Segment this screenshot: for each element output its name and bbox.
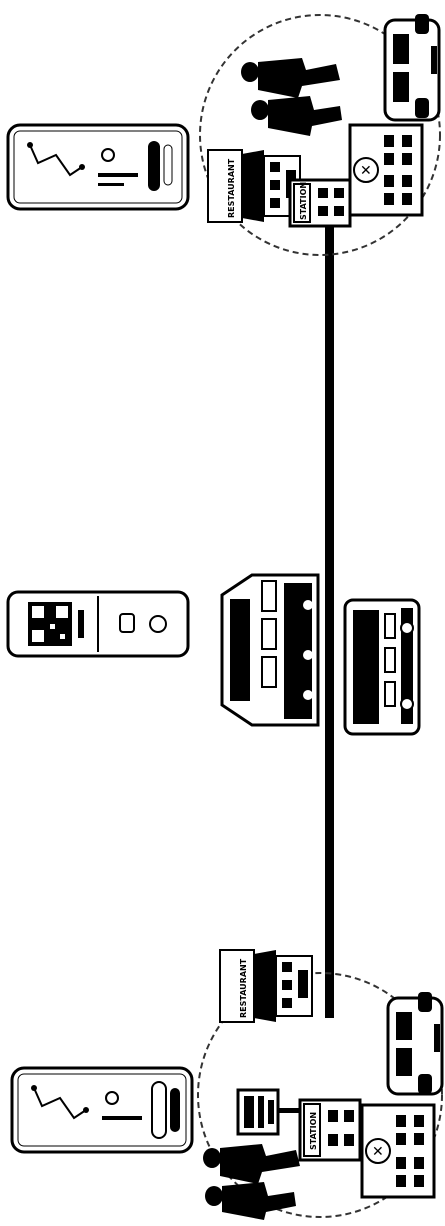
restaurant-icon: RESTAURANT [220, 950, 312, 1022]
hospital-icon: ✕ [350, 125, 422, 215]
connecting-line [325, 218, 334, 1018]
hospital-icon: ✕ [362, 1105, 434, 1197]
smartphone-icon [8, 125, 188, 209]
taxi-icon [385, 14, 439, 120]
restaurant-icon: RESTAURANT [208, 150, 300, 222]
taxi-icon [388, 992, 442, 1094]
station-sign: STATION [299, 182, 308, 220]
restaurant-sign: RESTAURANT [239, 958, 248, 1018]
smartphone-icon [12, 1068, 192, 1152]
station-icon: STATION [300, 1100, 360, 1160]
train-icon [222, 575, 318, 725]
smartphone-icon [8, 592, 188, 656]
pedestrian-icon [241, 58, 342, 136]
pedestrian-icon [203, 1144, 300, 1220]
bus-stop-sign-icon [238, 1090, 302, 1134]
hospital-cross: ✕ [360, 163, 372, 179]
bus-icon [345, 600, 419, 734]
station-icon: STATION [290, 180, 350, 226]
qr-code-icon [28, 602, 72, 646]
station-sign: STATION [309, 1112, 318, 1150]
restaurant-sign: RESTAURANT [227, 158, 236, 218]
hospital-cross: ✕ [372, 1144, 384, 1160]
